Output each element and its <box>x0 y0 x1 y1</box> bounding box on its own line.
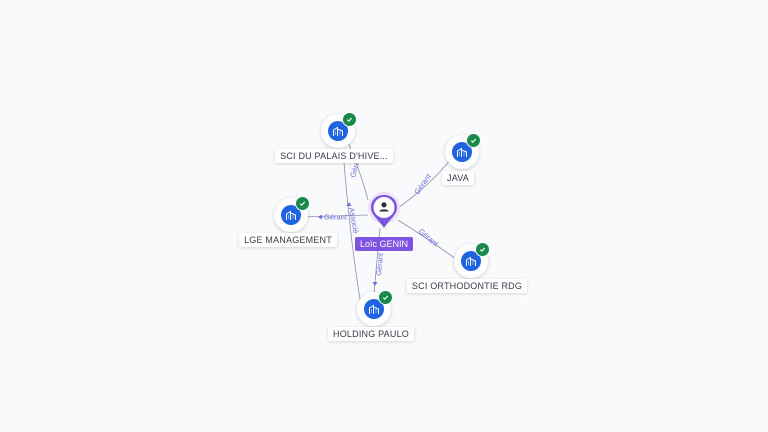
edge-lge <box>299 214 369 218</box>
arrow-lge <box>318 214 322 220</box>
person-label[interactable]: Loïc GENIN <box>354 237 414 251</box>
verified-check-icon <box>378 290 393 305</box>
arrow-associe <box>346 202 352 206</box>
company-node-sci-palais[interactable] <box>321 112 357 148</box>
edge-label-lge: Gérant <box>324 213 348 222</box>
verified-check-icon <box>295 196 310 211</box>
verified-check-icon <box>342 112 357 127</box>
company-node-java[interactable] <box>445 133 481 169</box>
edge-label-associe: Associé <box>347 207 360 234</box>
edge-java <box>397 157 453 209</box>
company-label-holding[interactable]: HOLDING PAULO <box>328 327 414 341</box>
edge-label-java: Gérant <box>412 171 433 196</box>
building-icon <box>328 121 348 141</box>
verified-check-icon <box>475 242 490 257</box>
verified-check-icon <box>466 133 481 148</box>
building-icon <box>364 299 384 319</box>
building-icon <box>461 251 481 271</box>
company-label-java[interactable]: JAVA <box>442 171 474 185</box>
company-label-lge[interactable]: LGE MANAGEMENT <box>239 233 337 247</box>
building-icon <box>281 205 301 225</box>
person-pin-icon <box>368 192 400 228</box>
company-label-sci-palais[interactable]: SCI DU PALAIS D'HIVE... <box>275 149 393 163</box>
edge-associe <box>342 149 362 306</box>
person-node[interactable] <box>368 192 400 232</box>
company-node-sci-ortho[interactable] <box>454 242 490 278</box>
company-label-sci-ortho[interactable]: SCI ORTHODONTIE RDG <box>406 279 528 293</box>
company-node-lge[interactable] <box>274 196 310 232</box>
building-icon <box>452 142 472 162</box>
arrow-holding <box>372 282 378 286</box>
company-node-holding[interactable] <box>357 290 393 326</box>
edge-label-holding: Gérant <box>374 252 385 277</box>
